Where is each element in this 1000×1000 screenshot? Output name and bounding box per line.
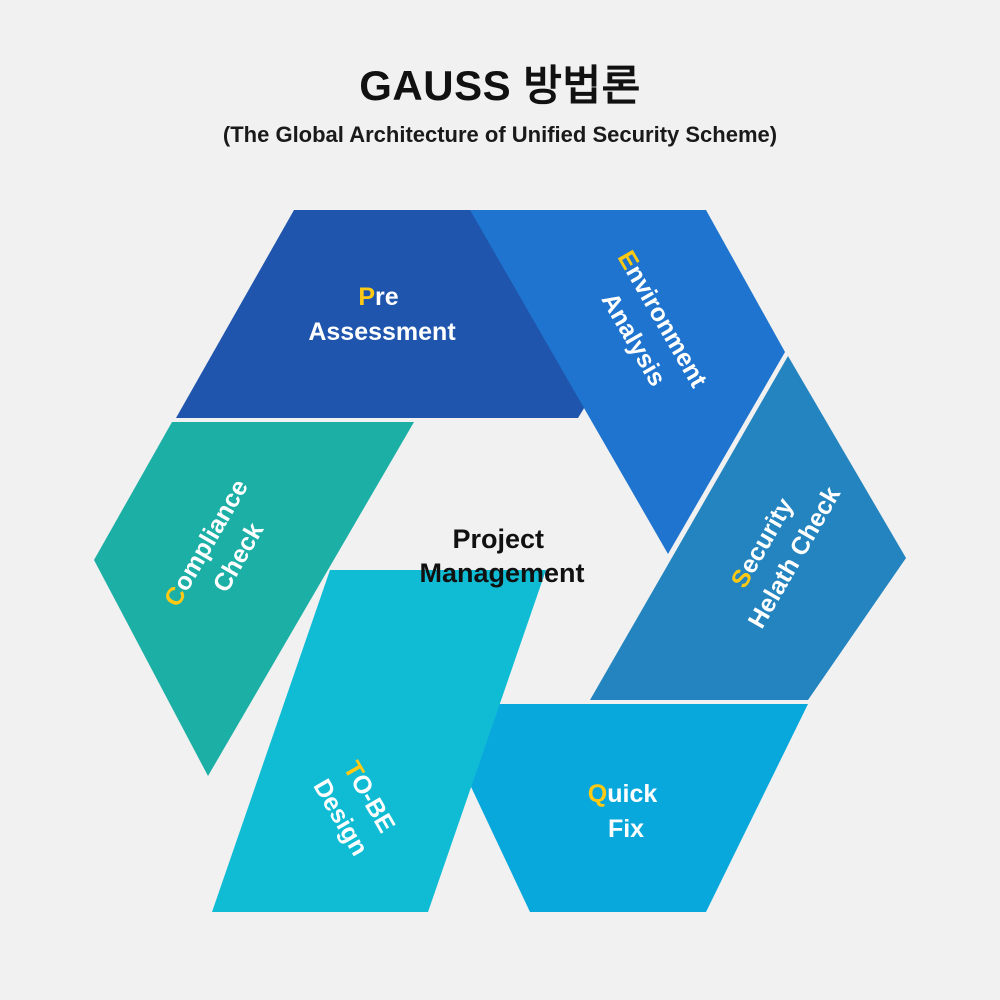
page-subtitle: (The Global Architecture of Unified Secu… bbox=[222, 122, 778, 148]
segment-to-be-design[interactable]: TO-BE Design bbox=[212, 570, 546, 912]
segment-shape-security-helath-check[interactable] bbox=[590, 356, 906, 700]
center-label-group: Project Management bbox=[419, 524, 584, 588]
segment-environment-analysis[interactable]: Environment Analysis bbox=[470, 210, 785, 554]
segment-shape-quick-fix[interactable] bbox=[432, 704, 808, 912]
page-title: GAUSS 방법론 bbox=[359, 62, 641, 109]
segment-line2-pre-assessment: Assessment bbox=[308, 318, 456, 346]
segment-quick-fix[interactable]: Quick Fix bbox=[432, 704, 808, 912]
rest-text-pre-assessment: re bbox=[375, 283, 399, 311]
segment-line1-quick-fix: Quick bbox=[588, 780, 664, 808]
segment-line1-pre-assessment: Pre bbox=[358, 283, 405, 311]
segment-label-pre-assessment: Pre Assessment bbox=[308, 283, 456, 346]
accent-letter-quick-fix: Q bbox=[588, 780, 607, 808]
rest-text-quick-fix: uick bbox=[607, 780, 657, 808]
segment-label-quick-fix: Quick Fix bbox=[588, 780, 664, 843]
segment-security-helath-check[interactable]: Security Helath Check bbox=[590, 356, 906, 700]
segment-shape-compliance-check[interactable] bbox=[94, 422, 414, 776]
segment-compliance-check[interactable]: Compliance Check bbox=[94, 422, 414, 776]
center-line1: Project bbox=[452, 524, 544, 554]
segment-shape-environment-analysis[interactable] bbox=[470, 210, 785, 554]
center-label: Project Management bbox=[419, 524, 584, 588]
diagram-header: GAUSS 방법론 (The Global Architecture of Un… bbox=[0, 0, 1000, 149]
accent-letter-pre-assessment: P bbox=[358, 283, 375, 311]
segment-shape-to-be-design[interactable] bbox=[212, 570, 546, 912]
center-line2: Management bbox=[419, 558, 584, 588]
segment-line2-quick-fix: Fix bbox=[608, 815, 644, 843]
